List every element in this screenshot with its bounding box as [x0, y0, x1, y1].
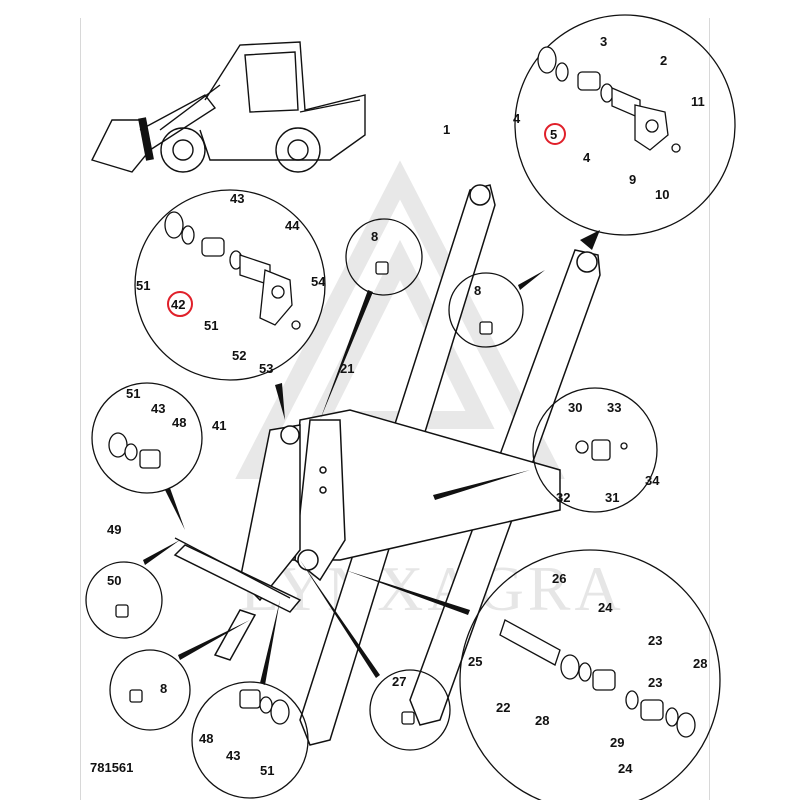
callout-34: 34	[645, 473, 660, 488]
callout-51: 51	[204, 318, 218, 333]
detail-circle-bushing-bottom	[191, 681, 309, 799]
highlight-ring-part-5	[544, 123, 566, 145]
callout-23: 23	[648, 675, 662, 690]
drawing-number: 781561	[90, 760, 133, 775]
callout-32: 32	[556, 490, 570, 505]
detail-circle-grease-50	[85, 561, 163, 639]
callout-29: 29	[610, 735, 624, 750]
callout-28: 28	[693, 656, 707, 671]
callout-2: 2	[660, 53, 667, 68]
callout-54: 54	[311, 274, 326, 289]
callout-labels: 1 2 3 4 4 5 8 8 8 9 10 11 21 22 23 23 24…	[107, 34, 707, 778]
callout-11: 11	[691, 94, 705, 109]
callout-33: 33	[607, 400, 621, 415]
callout-51: 51	[136, 278, 150, 293]
highlight-ring-part-42	[167, 291, 193, 317]
callout-42-highlighted: 42	[171, 297, 185, 312]
callout-4: 4	[513, 111, 521, 126]
callout-8: 8	[474, 283, 481, 298]
callout-50: 50	[107, 573, 121, 588]
callout-24: 24	[598, 600, 613, 615]
detail-circle-top-right	[514, 14, 736, 236]
callout-22: 22	[496, 700, 510, 715]
callout-51: 51	[126, 386, 140, 401]
callout-10: 10	[655, 187, 669, 202]
detail-circle-upper-left	[134, 189, 326, 381]
detail-circle-bushing-left	[91, 382, 203, 494]
detail-circle-grease-8-bottom	[109, 649, 191, 731]
watermark-text: LYNXAGRA	[240, 553, 625, 624]
highlight-rings	[167, 123, 566, 317]
detail-circle-grease-27	[369, 669, 451, 751]
callout-8: 8	[371, 229, 378, 244]
callout-41: 41	[212, 418, 226, 433]
callout-4: 4	[583, 150, 591, 165]
callout-5-highlighted: 5	[550, 127, 557, 142]
callout-44: 44	[285, 218, 300, 233]
callout-8: 8	[160, 681, 167, 696]
callout-53: 53	[259, 361, 273, 376]
loader-machine-illustration	[91, 41, 366, 173]
callout-23: 23	[648, 633, 662, 648]
callout-48: 48	[172, 415, 186, 430]
detail-circle-pin-22	[459, 549, 721, 800]
callout-49: 49	[107, 522, 121, 537]
callout-28: 28	[535, 713, 549, 728]
callout-26: 26	[552, 571, 566, 586]
callout-25: 25	[468, 654, 482, 669]
callout-48: 48	[199, 731, 213, 746]
callout-9: 9	[629, 172, 636, 187]
detail-circle-grease-8-right	[448, 272, 524, 348]
callout-24: 24	[618, 761, 633, 776]
callout-31: 31	[605, 490, 619, 505]
callout-52: 52	[232, 348, 246, 363]
detail-circle-pin-30	[532, 387, 658, 513]
callout-43: 43	[226, 748, 240, 763]
callout-1: 1	[443, 122, 450, 137]
callout-43: 43	[151, 401, 165, 416]
callout-51: 51	[260, 763, 274, 778]
leader-wedges	[143, 230, 600, 685]
detail-circles	[85, 14, 736, 800]
callout-43: 43	[230, 191, 244, 206]
callout-21: 21	[340, 361, 354, 376]
detail-circle-grease-8-top	[345, 218, 423, 296]
callout-30: 30	[568, 400, 582, 415]
callout-3: 3	[600, 34, 607, 49]
detail-parts	[108, 46, 696, 738]
callout-27: 27	[392, 674, 406, 689]
